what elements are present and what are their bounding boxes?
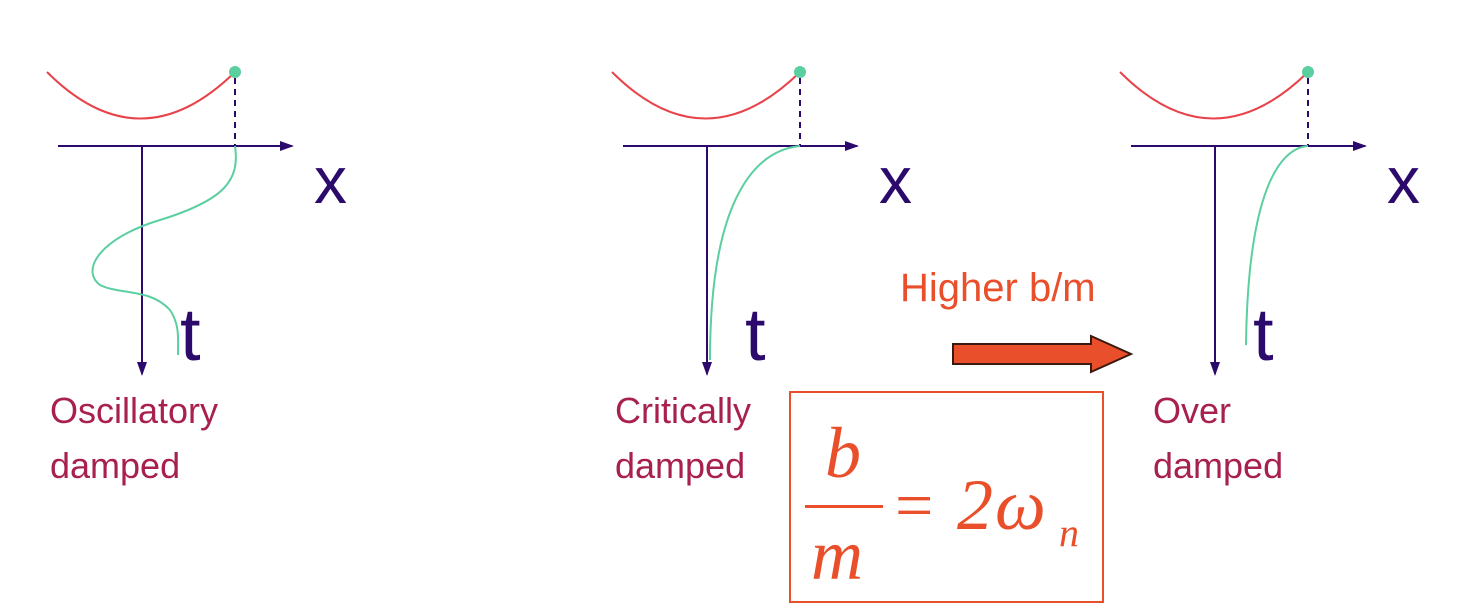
caption-line2: damped [50, 445, 181, 486]
higher-damping-arrow [952, 334, 1134, 374]
oscillatory-trajectory [91, 145, 237, 356]
over-trajectory [1245, 145, 1309, 346]
t-axis-label: t [1253, 293, 1274, 376]
x-axis-label: x [314, 143, 347, 217]
potential-well-curve [46, 71, 236, 120]
equation-coefficient: 2 [957, 465, 993, 545]
caption-line1: Over [1153, 390, 1232, 431]
critical-trajectory [709, 145, 801, 361]
panel-over [1119, 66, 1367, 376]
equation-subscript: n [1059, 510, 1079, 555]
initial-position-dot [794, 66, 806, 78]
fraction-bar [805, 505, 883, 508]
t-axis-label: t [745, 293, 766, 376]
panel-oscillatory [46, 66, 294, 376]
t-axis-label: t [180, 293, 201, 376]
higher-damping-label: Higher b/m [900, 266, 1096, 310]
caption-line1: Critically [615, 390, 752, 431]
potential-well-curve [1119, 71, 1309, 120]
x-axis-label: x [879, 143, 912, 217]
caption-line2: damped [1153, 445, 1284, 486]
equation-omega: ω [995, 465, 1046, 545]
initial-position-dot [229, 66, 241, 78]
equation-numerator: b [825, 413, 861, 493]
equation-equals: = [895, 467, 934, 543]
critical-damping-equation: b m = 2 ω n [789, 391, 1104, 603]
potential-well-curve [611, 71, 801, 120]
initial-position-dot [1302, 66, 1314, 78]
x-axis-label: x [1387, 143, 1420, 217]
equation-denominator: m [811, 515, 863, 595]
caption-line2: damped [615, 445, 746, 486]
panel-critical [611, 66, 859, 376]
caption-line1: Oscillatory [50, 390, 219, 431]
